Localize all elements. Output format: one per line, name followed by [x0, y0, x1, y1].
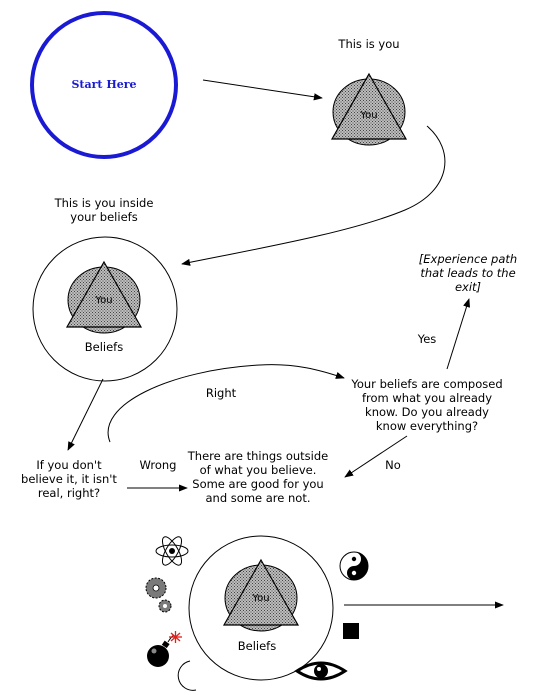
this-is-you-label: This is you — [338, 37, 400, 51]
edge-label-right: Right — [205, 386, 237, 400]
edge-beliefs-to-dont-believe — [67, 378, 104, 451]
atom-icon — [155, 536, 189, 566]
beliefs-circle-1 — [32, 236, 178, 382]
beliefs-label-2: Beliefs — [237, 639, 277, 653]
experience-path-line1[interactable]: [Experience path — [418, 252, 518, 266]
dont-believe-line1: If you don't — [36, 458, 102, 472]
inside-beliefs-label-line2: your beliefs — [70, 210, 138, 224]
inside-beliefs-label-line1: This is you inside — [54, 196, 154, 210]
edge-yes — [446, 298, 471, 370]
experience-path-line3[interactable]: exit] — [454, 280, 482, 294]
you-bottom-label: You — [252, 593, 270, 604]
dont-believe-line2: believe it, it isn't — [21, 472, 117, 486]
start-circle — [30, 11, 178, 159]
edge-label-yes: Yes — [417, 332, 437, 346]
edge-label-no: No — [385, 458, 401, 472]
edge-you-to-beliefs — [181, 125, 446, 266]
edge-label-wrong: Wrong — [139, 458, 177, 472]
edge-right — [107, 364, 345, 443]
beliefs-circle-2 — [188, 535, 334, 681]
outside-line3: Some are good for you — [192, 477, 324, 491]
you-symbol-inside-beliefs — [65, 260, 143, 334]
outside-line4: and some are not. — [205, 491, 311, 505]
crescent-moon-icon — [177, 660, 197, 691]
outside-line2: of what you believe. — [199, 463, 317, 477]
start-here-label[interactable]: Start Here — [71, 78, 137, 91]
edge-no — [344, 435, 408, 478]
black-square-icon — [343, 623, 359, 639]
you-inside-beliefs-label: You — [95, 295, 113, 306]
you-symbol-bottom — [222, 558, 300, 632]
gears-icon — [145, 577, 172, 613]
you-symbol-label: You — [360, 110, 378, 121]
eye-icon — [294, 661, 348, 681]
beliefs-label-1: Beliefs — [84, 340, 124, 354]
experience-path-line2[interactable]: that leads to the — [420, 266, 516, 280]
edge-start-to-you — [202, 79, 323, 101]
dont-believe-line3: real, right? — [37, 486, 101, 500]
question-line1: Your beliefs are composed — [351, 377, 503, 391]
question-line3: know. Do you already — [365, 405, 489, 419]
you-symbol — [330, 72, 408, 146]
question-line2: from what you already — [361, 391, 493, 405]
bomb-icon — [147, 631, 182, 667]
question-line4: know everything? — [375, 419, 479, 433]
outside-line1: There are things outside — [187, 449, 329, 463]
yin-yang-icon — [339, 551, 369, 581]
